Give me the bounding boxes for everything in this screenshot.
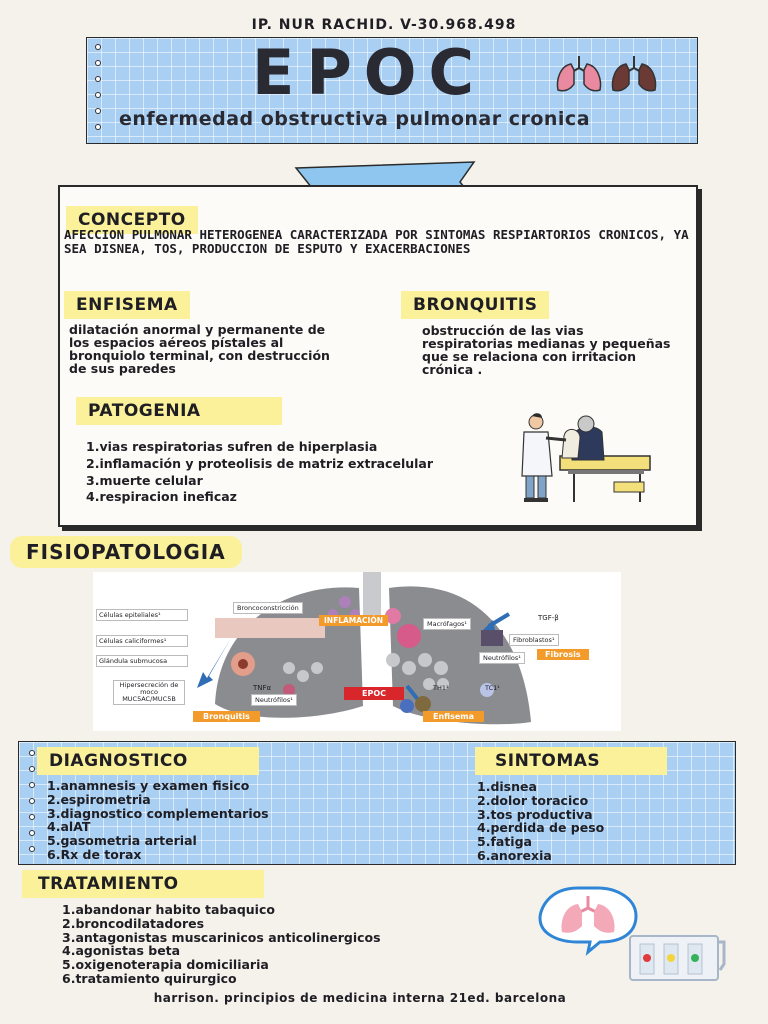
list-item: 4.respiracion ineficaz — [86, 489, 237, 505]
list-item: 6.anorexia — [477, 847, 552, 863]
patogenia-list: 1.vias respiratorias sufren de hiperplas… — [86, 440, 450, 504]
enfisema-heading: ENFISEMA — [64, 291, 190, 319]
label-th1: TH1¹ — [433, 684, 449, 692]
label-celulas-epiteliales: Células epiteliales¹ — [96, 609, 188, 621]
label-enfisema-diagram: Enfisema — [423, 711, 485, 722]
label-fibrosis: Fibrosis — [537, 649, 589, 660]
sintomas-heading: SINTOMAS — [475, 747, 667, 775]
list-item: 2.inflamación y proteolisis de matriz ex… — [86, 455, 434, 471]
label-celulas-caliciformes: Células caliciformes¹ — [96, 635, 188, 647]
concepto-text: AFECCION PULMONAR HETEROGENEA CARACTERIZ… — [64, 227, 689, 256]
diagnostico-list: 1.anamnesis y examen fisico 2.espirometr… — [47, 779, 269, 862]
fisiopatologia-diagram: Células epiteliales¹ Células caliciforme… — [93, 572, 621, 731]
list-item: 2.espirometria — [47, 791, 151, 807]
page-title: EPOC — [252, 36, 486, 109]
label-bronquitis-diagram: Bronquitis — [193, 711, 260, 722]
label-hipersecrecion: Hipersecreción de moco MUC5AC/MUC5B — [113, 680, 185, 706]
label-epoc: EPOC — [344, 687, 404, 700]
tratamiento-heading: TRATAMIENTO — [22, 870, 264, 898]
bronquitis-heading: BRONQUITIS — [401, 291, 550, 319]
doctor-patient-illustration — [521, 413, 651, 502]
list-item: 1.abandonar habito tabaquico — [62, 902, 275, 917]
list-item: 5.gasometria arterial — [47, 833, 197, 848]
list-item: 5.fatiga — [477, 834, 532, 849]
list-item: 1.vias respiratorias sufren de hiperplas… — [86, 439, 378, 454]
reference-footer: harrison. principios de medicina interna… — [153, 991, 567, 1005]
label-tnf: TNFα — [253, 684, 272, 692]
list-item: 3.tos productiva — [477, 806, 593, 822]
label-glandula-submucosa: Glándula submucosa — [96, 655, 188, 667]
list-item: 4.perdida de peso — [477, 820, 605, 836]
tratamiento-list: 1.abandonar habito tabaquico 2.broncodil… — [62, 903, 381, 986]
label-inflamacion: INFLAMACIÓN — [319, 615, 388, 626]
label-fibroblastos: Fibroblastos¹ — [509, 634, 559, 646]
concept-card: CONCEPTO AFECCION PULMONAR HETEROGENEA C… — [58, 185, 698, 527]
list-item: 1.anamnesis y examen fisico — [47, 778, 250, 793]
bronquitis-text: obstrucción de las vias respiratorias me… — [422, 323, 671, 378]
concepto-heading: CONCEPTO — [66, 206, 198, 234]
list-item: 3.muerte celular — [86, 472, 203, 488]
list-item: 2.dolor toracico — [477, 792, 589, 808]
list-item: 6.Rx de torax — [47, 846, 142, 862]
label-neutrofilos-right: Neutrófilos¹ — [479, 652, 525, 664]
list-item: 3.antagonistas muscarinicos anticolinerg… — [62, 929, 381, 945]
label-tgf: TGF-β — [538, 614, 559, 622]
label-broncoconstriccion: Broncoconstricción — [233, 602, 303, 614]
fisiopatologia-heading: FISIOPATOLOGIA — [10, 536, 242, 568]
list-item: 5.oxigenoterapia domiciliaria — [62, 957, 269, 972]
title-card: EPOC enfermedad obstructiva pulmonar cro… — [86, 36, 698, 144]
page-subtitle: enfermedad obstructiva pulmonar cronica — [119, 108, 591, 130]
list-item: 1.disnea — [477, 779, 537, 794]
list-item: 3.diagnostico complementarios — [47, 805, 269, 821]
patogenia-heading: PATOGENIA — [76, 397, 282, 425]
list-item: 4.agonistas beta — [62, 943, 181, 959]
label-macrofagos: Macrófagos¹ — [423, 618, 472, 630]
diagnostico-heading: DIAGNOSTICO — [37, 747, 259, 775]
list-item: 6.tratamiento quirurgico — [62, 970, 237, 986]
spirometer-icon — [538, 886, 726, 981]
lungs-icon — [556, 56, 657, 92]
sintomas-list: 1.disnea 2.dolor toracico 3.tos producti… — [477, 780, 604, 863]
label-tc1: TC1¹ — [485, 684, 500, 692]
list-item: 2.broncodilatadores — [62, 915, 205, 931]
label-neutrofilos-left: Neutrófilos¹ — [251, 694, 297, 706]
author-line: IP. NUR RACHID. V-30.968.498 — [251, 17, 517, 33]
diagnostico-sintomas-card: DIAGNOSTICO 1.anamnesis y examen fisico … — [18, 741, 736, 865]
list-item: 4.alAT — [47, 819, 91, 835]
enfisema-text: dilatación anormal y permanente de los e… — [69, 322, 330, 377]
